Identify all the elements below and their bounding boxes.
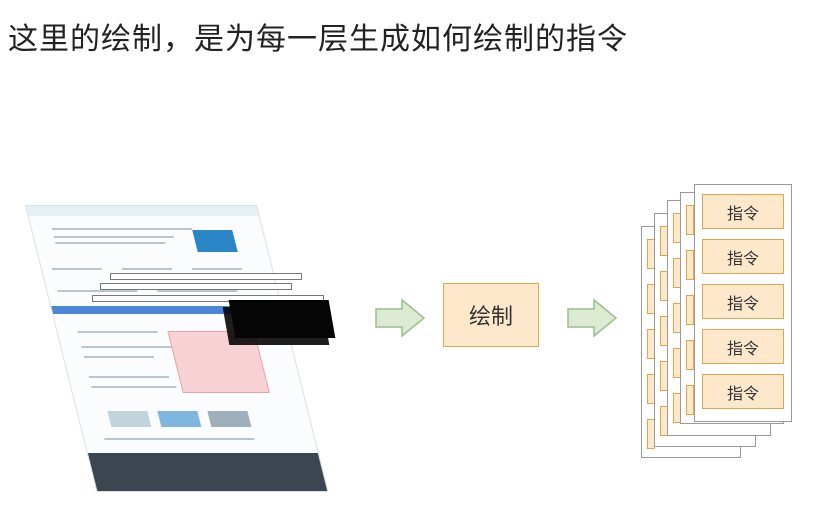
instruction-box: 指令 <box>702 284 784 319</box>
page-footer <box>87 453 328 491</box>
text-line <box>51 228 193 230</box>
image-thumb <box>207 411 252 427</box>
instruction-label: 指令 <box>726 248 759 268</box>
text-line <box>83 356 155 358</box>
image-thumb <box>107 411 152 427</box>
text-line <box>81 346 172 348</box>
text-line <box>51 268 103 270</box>
instruction-label: 指令 <box>726 338 759 358</box>
page-top-bar <box>26 206 259 216</box>
instruction-box: 指令 <box>702 374 784 409</box>
layer-strip <box>100 283 292 290</box>
image-thumb <box>157 411 202 427</box>
text-line <box>53 236 175 238</box>
instruction-label: 指令 <box>726 293 759 313</box>
webpage-layers-illustration <box>0 195 420 495</box>
instruction-box: 指令 <box>702 329 784 364</box>
text-line <box>157 290 238 292</box>
slide-title: 这里的绘制，是为每一层生成如何绘制的指令 <box>8 22 628 57</box>
text-line <box>88 376 170 378</box>
text-line <box>121 268 173 270</box>
text-line <box>91 386 177 388</box>
draw-process-label: 绘制 <box>468 305 513 330</box>
text-line <box>104 438 255 440</box>
text-line <box>77 331 158 333</box>
text-line <box>57 290 138 292</box>
instruction-label: 指令 <box>726 203 759 223</box>
hero-image <box>192 230 238 252</box>
instruction-box: 指令 <box>702 239 784 274</box>
video-layer <box>222 307 330 345</box>
instruction-box: 指令 <box>702 194 784 229</box>
right-arrow-icon <box>375 298 426 338</box>
text-line <box>55 242 166 244</box>
layer-strip <box>110 273 302 280</box>
webpage-layer-plane <box>25 205 329 492</box>
text-line <box>191 268 243 270</box>
draw-process-box: 绘制 <box>443 283 539 347</box>
right-arrow-icon <box>567 298 618 338</box>
instruction-label: 指令 <box>726 383 759 403</box>
layer-strip <box>92 295 324 302</box>
